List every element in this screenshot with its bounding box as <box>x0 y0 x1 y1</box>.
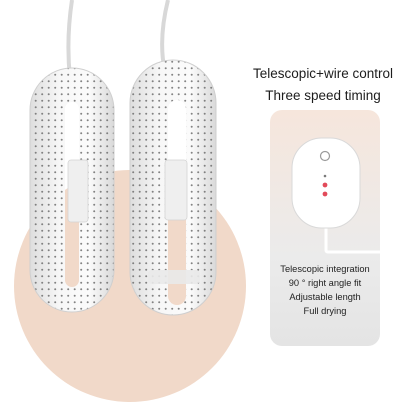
power-cable-left <box>66 0 74 79</box>
feature-item: Telescopic integration <box>280 264 370 274</box>
dryer-right-extension <box>148 270 200 284</box>
indicator-led-icon <box>322 191 328 197</box>
controller-cable-icon <box>324 198 380 254</box>
dryer-left-inner-rail <box>67 159 89 223</box>
feature-list: Telescopic integration 90 ° right angle … <box>270 262 380 318</box>
dryer-right-inner-rail <box>164 159 188 221</box>
headline-feature-2: Three speed timing <box>265 88 381 103</box>
product-illustration <box>29 0 217 316</box>
feature-item: Adjustable length <box>289 292 361 302</box>
feature-item: 90 ° right angle fit <box>288 278 362 288</box>
indicator-dot-icon <box>323 174 327 178</box>
headline-feature-1: Telescopic+wire control <box>253 66 393 81</box>
controller-illustration <box>291 137 380 254</box>
feature-item: Full drying <box>303 306 347 316</box>
controller-detail-card: Telescopic integration 90 ° right angle … <box>270 110 380 346</box>
controller-button-icon <box>319 150 331 162</box>
indicator-led-icon <box>322 182 328 188</box>
